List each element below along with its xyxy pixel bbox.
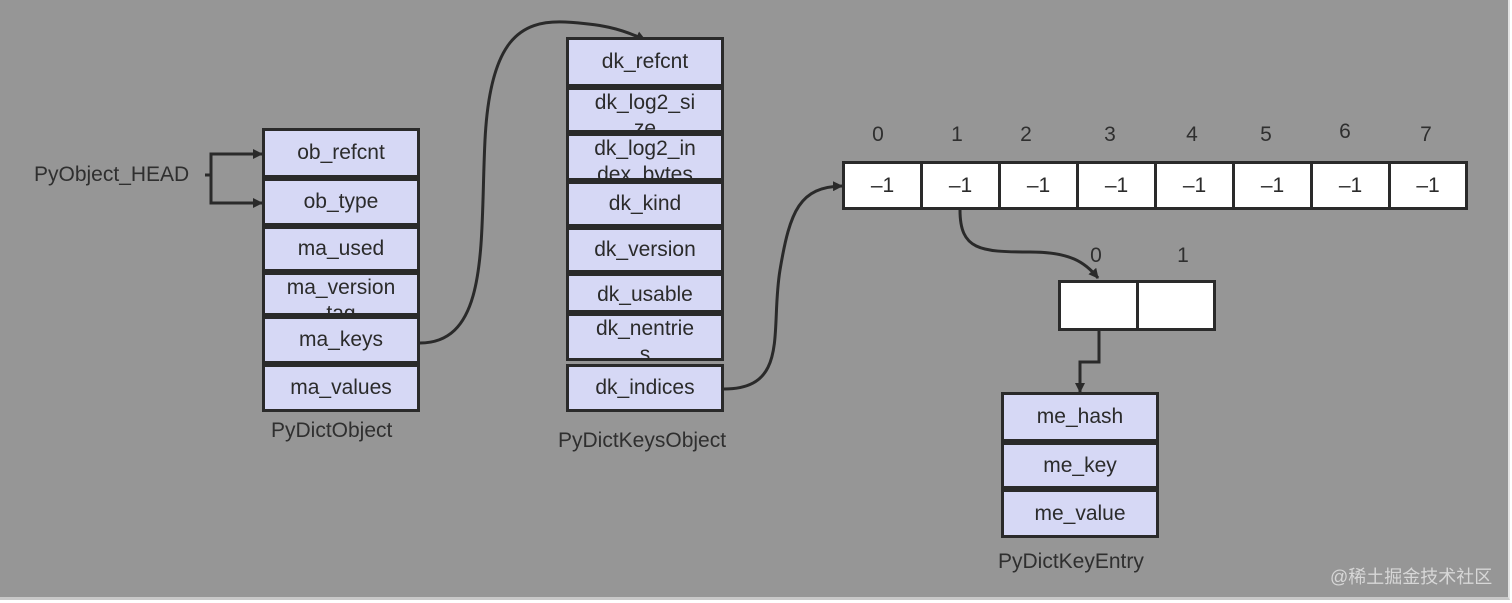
entry-label-1: 1 (1177, 244, 1189, 267)
entry-label-0: 0 (1090, 244, 1102, 267)
index-label-3: 3 (1104, 123, 1116, 146)
index-cell-5: –1 (1232, 161, 1313, 210)
index-label-0: 0 (872, 123, 884, 146)
pydictkeyentry-title: PyDictKeyEntry (998, 550, 1144, 573)
field-ma-values: ma_values (262, 364, 420, 412)
pyobject-head-label: PyObject_HEAD (34, 163, 190, 186)
field-dk-version: dk_version (566, 227, 724, 273)
dk-indices-arrow (723, 181, 843, 391)
index-label-7: 7 (1420, 123, 1432, 146)
index-label-5: 5 (1260, 123, 1272, 146)
field-dk-indices: dk_indices (566, 364, 724, 412)
index-label-6: 6 (1339, 120, 1351, 143)
field-dk-log2-index-bytes: dk_log2_in dex_bytes (566, 133, 724, 181)
field-ma-version-tag: ma_version tag (262, 272, 420, 316)
index-cell-3: –1 (1076, 161, 1157, 210)
field-me-key: me_key (1001, 442, 1159, 489)
index-cell-7: –1 (1388, 161, 1468, 210)
entry-cell-0 (1058, 280, 1139, 331)
index-cell-2: –1 (998, 161, 1079, 210)
index-cell-4: –1 (1154, 161, 1235, 210)
field-ob-type: ob_type (262, 178, 420, 226)
head-arrow-type (209, 175, 263, 208)
field-dk-nentries: dk_nentrie s (566, 313, 724, 361)
field-ma-used: ma_used (262, 226, 420, 272)
entry-cell-1 (1136, 280, 1216, 331)
field-me-hash: me_hash (1001, 392, 1159, 442)
head-arrow-refcnt (205, 149, 263, 177)
field-dk-refcnt: dk_refcnt (566, 37, 724, 87)
field-ma-keys: ma_keys (262, 316, 420, 364)
index-cell-6: –1 (1310, 161, 1391, 210)
index-label-2: 2 (1020, 123, 1032, 146)
pydictkeysobject-title: PyDictKeysObject (558, 429, 727, 452)
ma-keys-arrow (419, 20, 646, 345)
field-dk-usable: dk_usable (566, 273, 724, 313)
index-label-1: 1 (951, 123, 963, 146)
index-cell-0: –1 (842, 161, 923, 210)
entry-arrow (1075, 330, 1101, 393)
field-me-value: me_value (1001, 489, 1159, 538)
watermark: @稀土掘金技术社区 (1330, 567, 1493, 587)
pydictobject-title: PyDictObject (271, 419, 393, 442)
index-label-4: 4 (1186, 123, 1198, 146)
field-dk-kind: dk_kind (566, 181, 724, 227)
index-cell-1: –1 (920, 161, 1001, 210)
field-ob-refcnt: ob_refcnt (262, 128, 420, 178)
index-1-arrow (958, 209, 1100, 279)
field-dk-log2-size: dk_log2_si ze (566, 87, 724, 133)
